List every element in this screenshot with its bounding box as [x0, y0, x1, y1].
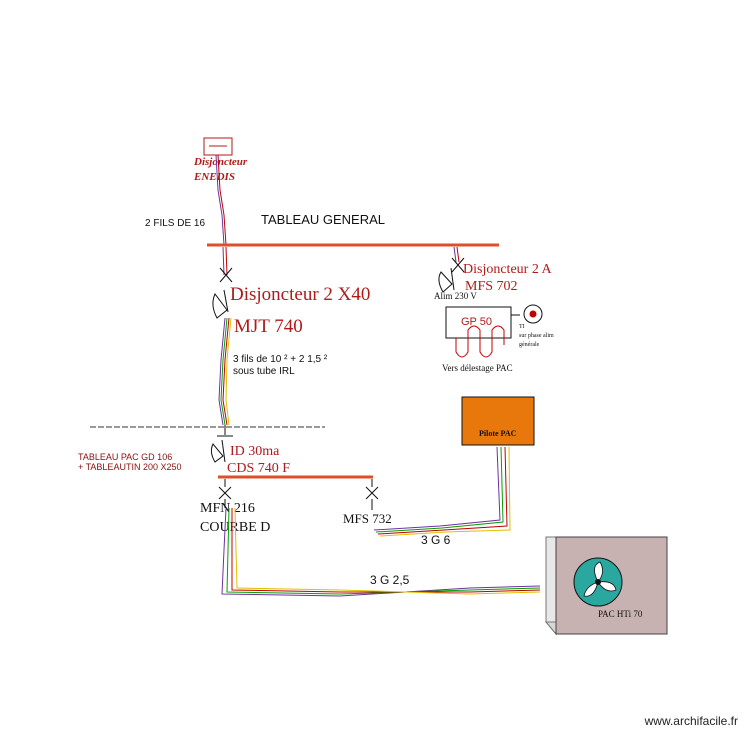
alim-label: Alim 230 V	[434, 291, 477, 301]
cable-3g6-label: 3 G 6	[421, 533, 451, 547]
pac-unit: PAC HTi 70	[544, 536, 668, 636]
id-breaker-symbol	[210, 439, 226, 463]
pac-panel-label-1: TABLEAU PAC GD 106	[78, 452, 172, 462]
cable-3g6	[373, 446, 511, 537]
fan-blades-icon	[583, 561, 617, 597]
ti-sensor-dot	[529, 310, 537, 318]
mfn-breaker-label-1: MFN 216	[200, 501, 255, 516]
id-breaker-label-2: CDS 740 F	[227, 461, 290, 476]
fan-hub	[595, 579, 601, 585]
id-breaker-label-1: ID 30ma	[230, 444, 280, 459]
main-breaker-label-1: Disjoncteur 2 X40	[230, 284, 370, 305]
main-breaker-symbol	[212, 289, 229, 319]
pac-unit-label: PAC HTi 70	[598, 609, 643, 619]
watermark: www.archifacile.fr	[644, 714, 738, 728]
mfs-breaker-symbol	[365, 479, 379, 510]
main-cable-label-2: sous tube IRL	[233, 366, 295, 377]
aux-breaker-label-1: Disjoncteur 2 A	[463, 262, 553, 277]
main-cable	[218, 317, 232, 426]
mfn-breaker-symbol	[218, 479, 232, 508]
ti-label-1: TI	[519, 324, 525, 330]
pilot-pac-box	[461, 396, 535, 446]
main-breaker-label-2: MJT 740	[234, 316, 303, 337]
main-cable-label-1: 3 fils de 10 ² + 2 1,5 ²	[233, 354, 328, 365]
main-breaker-feed	[219, 246, 233, 283]
supply-cable-label: 2 FILS DE 16	[145, 218, 205, 229]
enedis-breaker	[203, 137, 233, 156]
pac-unit-side	[545, 536, 557, 636]
gp-box	[445, 306, 512, 339]
pilot-pac-label: Pilote PAC	[479, 429, 517, 438]
gp-box-label: GP 50	[461, 316, 492, 328]
supply-cable	[215, 154, 227, 246]
ti-label-3: générale	[519, 342, 540, 348]
ti-label-2: sur phase alim	[519, 333, 554, 339]
aux-breaker-symbol	[438, 267, 455, 293]
aux-breaker-label-2: MFS 702	[465, 279, 518, 294]
enedis-breaker-label-1: Disjoncteur	[193, 156, 248, 168]
cable-3g25	[221, 507, 541, 597]
gp-coils	[455, 325, 505, 358]
pac-panel-label-2: + TABLEAUTIN 200 X250	[78, 462, 181, 472]
delestage-label: Vers délestage PAC	[442, 363, 513, 373]
mfs-breaker-label: MFS 732	[343, 511, 392, 526]
enedis-breaker-label-2: ENEDIS	[193, 171, 235, 183]
tableau-general-title: TABLEAU GENERAL	[261, 212, 385, 227]
aux-breaker-feed	[451, 246, 465, 273]
cable-3g25-label: 3 G 2,5	[370, 573, 410, 587]
